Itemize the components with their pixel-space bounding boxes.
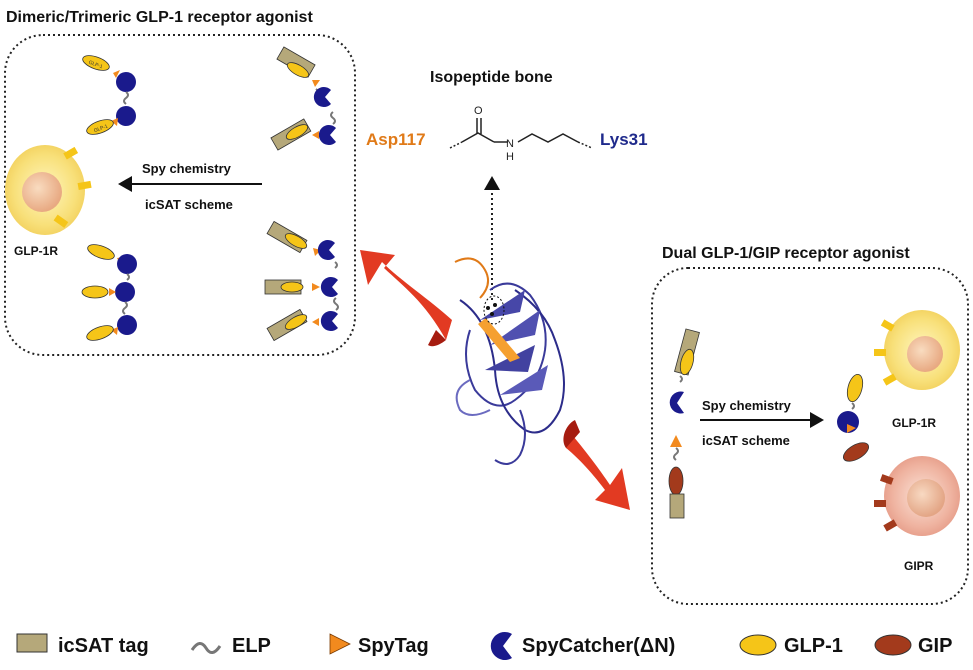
left-receptor-label: GLP-1R (14, 244, 58, 258)
spytag-right (670, 435, 682, 447)
right-panel: Dual GLP-1/GIP receptor agonist Spy chem… (651, 245, 969, 605)
isopeptide-bond-structure (449, 118, 593, 149)
trimer-substrates (264, 220, 339, 342)
glp1r-cell-right (874, 310, 960, 390)
right-panel-box (651, 267, 969, 605)
left-panel-box (4, 34, 356, 356)
spycatcher-icon (490, 632, 512, 660)
right-receptor-1-label: GLP-1R (892, 416, 936, 430)
spytag-icon (329, 633, 351, 655)
icsat-tag-gip (669, 493, 685, 519)
spycatcher-right (669, 391, 684, 414)
left-arrow-label-1: Spy chemistry (142, 161, 232, 176)
trimer-product (81, 244, 137, 341)
right-arrow-label-1: Spy chemistry (702, 398, 792, 413)
right-panel-title: Dual GLP-1/GIP receptor agonist (662, 245, 910, 262)
legend-spytag-label: SpyTag (358, 635, 429, 657)
center-structure: Isopeptide bone Asp117 Lys31 O N H (366, 69, 648, 465)
legend-glp1-label: GLP-1 (784, 635, 843, 657)
dimer-substrates (270, 46, 336, 151)
icsat-tag-icon (16, 633, 48, 653)
dimer-product: GLP-1 GLP-1 (82, 55, 136, 135)
left-arrow-label-2: icSAT scheme (145, 197, 233, 212)
product-gip (842, 442, 870, 462)
legend-icsat-label: icSAT tag (58, 635, 149, 657)
atom-o: O (474, 105, 483, 117)
glp1-icon (739, 634, 777, 656)
left-panel: Dimeric/Trimeric GLP-1 receptor agonist … (4, 9, 356, 356)
glp1r-cell (5, 145, 92, 235)
atom-h: H (506, 151, 514, 163)
red-arrow-right (566, 430, 630, 510)
gipr-cell (874, 456, 960, 536)
gip-peptide (668, 466, 684, 496)
protein-ribbon (454, 257, 565, 465)
left-panel-title: Dimeric/Trimeric GLP-1 receptor agonist (6, 9, 313, 26)
lys-label: Lys31 (600, 130, 648, 149)
isopeptide-title: Isopeptide bone (430, 69, 553, 86)
gip-icon (874, 634, 912, 656)
legend-gip-label: GIP (918, 635, 952, 657)
right-receptor-2-label: GIPR (904, 559, 934, 573)
atom-n: N (506, 138, 514, 150)
legend-spycatcher-label: SpyCatcher(ΔN) (522, 635, 675, 657)
svg-text:GLP-1: GLP-1 (88, 60, 104, 71)
elp-icon (190, 642, 222, 654)
red-arrow-left (360, 250, 452, 340)
asp-label: Asp117 (366, 130, 426, 149)
legend-elp-label: ELP (232, 635, 271, 657)
product-glp1 (846, 373, 864, 403)
right-arrow-label-2: icSAT scheme (702, 433, 790, 448)
legend: icSAT tag ELP SpyTag SpyCatcher(ΔN) GLP-… (16, 632, 952, 660)
svg-text:GLP-1: GLP-1 (93, 123, 109, 134)
